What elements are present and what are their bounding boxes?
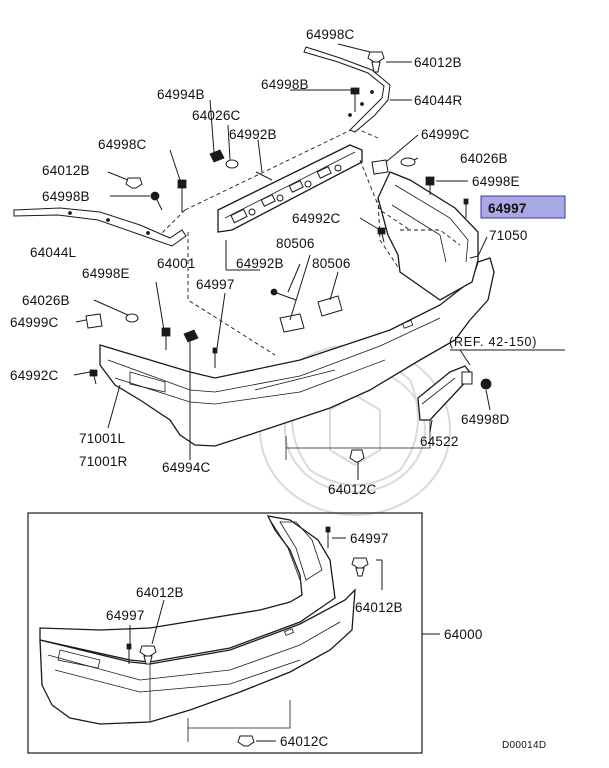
bumper-face-71001 bbox=[99, 257, 495, 447]
label-64012C-inset: 64012C bbox=[280, 734, 329, 749]
highlight-box-64997 bbox=[480, 195, 566, 219]
label-64997-inset-l: 64997 bbox=[106, 608, 145, 623]
label-71050: 71050 bbox=[489, 228, 528, 243]
leader-lines-upper bbox=[73, 43, 566, 480]
label-64994B: 64994B bbox=[157, 87, 205, 102]
label-64001: 64001 bbox=[157, 256, 196, 271]
diagram-code: D00014D bbox=[502, 740, 546, 751]
label-64000: 64000 bbox=[444, 627, 483, 642]
reinforcement-64001 bbox=[217, 144, 363, 233]
side-strip-64044R bbox=[303, 46, 391, 133]
fasteners-inset bbox=[126, 526, 369, 747]
label-64026B-right: 64026B bbox=[460, 151, 508, 166]
label-80506-a: 80506 bbox=[276, 236, 315, 251]
label-64044R: 64044R bbox=[414, 93, 463, 108]
label-reference: (REF. 42-150) bbox=[449, 335, 537, 349]
label-64998E-right: 64998E bbox=[472, 174, 520, 189]
label-64012B-inset-l: 64012B bbox=[136, 585, 184, 600]
label-64992C-left: 64992C bbox=[10, 368, 59, 383]
leader-lines-inset bbox=[129, 537, 440, 742]
label-64012B-inset-r: 64012B bbox=[355, 600, 403, 615]
label-64997-inset-r: 64997 bbox=[350, 531, 389, 546]
label-64992C-mid: 64992C bbox=[292, 211, 341, 226]
label-64044L: 64044L bbox=[30, 245, 77, 260]
label-64998C-top: 64998C bbox=[306, 27, 355, 42]
label-64992B-mid: 64992B bbox=[236, 256, 284, 271]
label-64998E-left: 64998E bbox=[82, 266, 130, 281]
label-64998B-left: 64998B bbox=[42, 189, 90, 204]
label-64999C-left: 64999C bbox=[10, 315, 59, 330]
label-64998B-top: 64998B bbox=[261, 77, 309, 92]
label-64999C-right: 64999C bbox=[421, 127, 470, 142]
label-64012C-mid: 64012C bbox=[328, 482, 377, 497]
label-64998D: 64998D bbox=[461, 412, 510, 427]
label-64026C: 64026C bbox=[192, 108, 241, 123]
bracket-64522 bbox=[417, 365, 473, 421]
label-80506-b: 80506 bbox=[312, 256, 351, 271]
label-64994C: 64994C bbox=[162, 460, 211, 475]
upper-frame-outline bbox=[159, 127, 461, 356]
side-strip-64044L bbox=[13, 207, 187, 247]
fasteners-upper bbox=[85, 51, 492, 463]
label-64997-highlight: 64997 bbox=[488, 201, 527, 216]
bumper-assembly-64000 bbox=[39, 515, 356, 725]
label-64997-mid: 64997 bbox=[196, 277, 235, 292]
label-64012B-top: 64012B bbox=[414, 55, 462, 70]
absorber-71050 bbox=[377, 171, 479, 301]
label-64992B-top: 64992B bbox=[229, 127, 277, 142]
label-64026B-left: 64026B bbox=[22, 293, 70, 308]
label-71001L: 71001L bbox=[79, 431, 126, 446]
assembly-inset-frame bbox=[27, 512, 423, 754]
label-64522: 64522 bbox=[420, 434, 459, 449]
label-64012B-left: 64012B bbox=[42, 163, 90, 178]
label-71001R: 71001R bbox=[79, 454, 128, 469]
label-64998C-left: 64998C bbox=[98, 137, 147, 152]
